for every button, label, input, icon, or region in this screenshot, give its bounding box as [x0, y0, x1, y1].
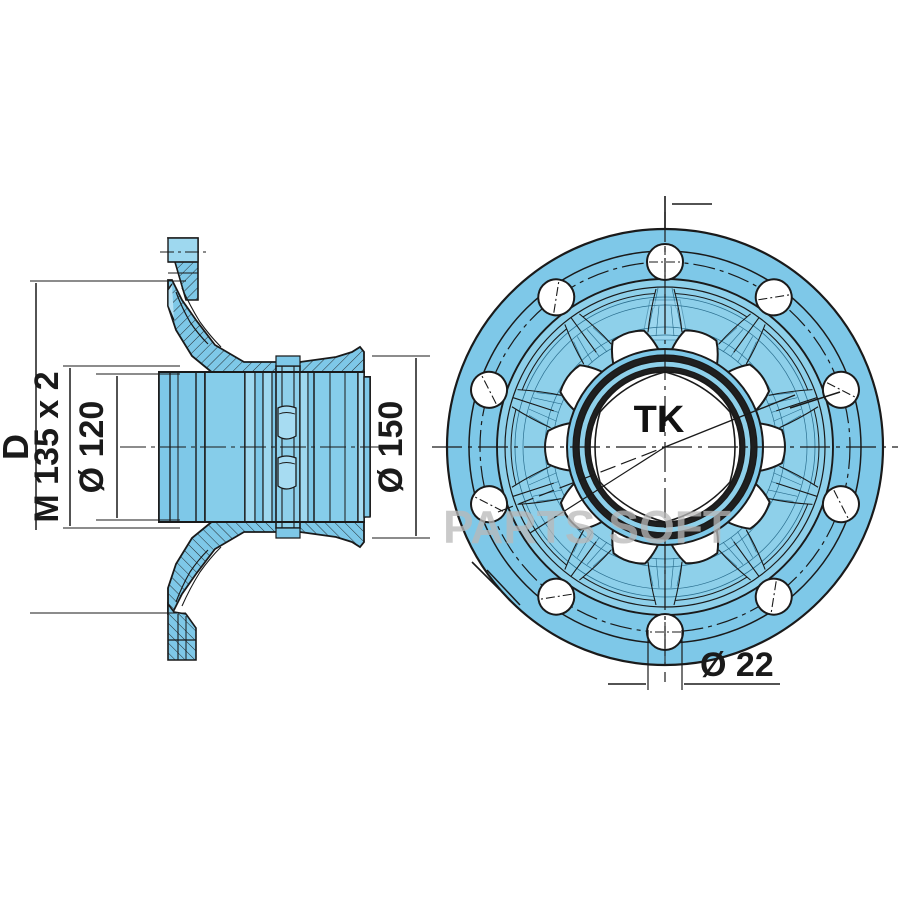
- section-bearing-cavity: [262, 355, 301, 539]
- bolt-hole: [754, 278, 793, 317]
- dim-thread-label: M 135 x 2: [28, 371, 66, 522]
- hub-cross-section: [120, 237, 400, 661]
- bolt-hole: [821, 485, 860, 524]
- section-lower-arm: [167, 513, 365, 661]
- leader-tk-dashed: [497, 446, 666, 513]
- dim-thread: M 135 x 2: [28, 368, 71, 526]
- section-upper-arm: [166, 237, 365, 381]
- bolt-hole: [470, 485, 509, 524]
- leader-tk: [664, 394, 796, 448]
- leader-lower-left-tick: [471, 561, 501, 591]
- section-extension-lines: [30, 280, 186, 614]
- dim-bolt-hole-label: Ø 22: [700, 646, 774, 684]
- bolt-hole: [470, 370, 509, 409]
- dim-outer-150: Ø 150: [372, 355, 430, 539]
- bolt-hole: [821, 370, 860, 409]
- face-leaders: [471, 196, 841, 606]
- dim-bore-120-label: Ø 120: [73, 401, 111, 494]
- leader-right: [789, 391, 841, 409]
- bolt-hole: [537, 577, 576, 616]
- watermark: PARTS SOFT: [443, 501, 731, 553]
- leader-lower-left: [486, 569, 521, 606]
- bolt-hole: [754, 577, 793, 616]
- leader-tk-solid: [529, 446, 666, 534]
- dim-d-label: D: [0, 434, 36, 460]
- dim-bolt-hole: Ø 22: [608, 630, 780, 690]
- tk-label: TK: [634, 399, 685, 441]
- dim-outer-150-label: Ø 150: [372, 401, 410, 494]
- dim-d: D: [0, 283, 37, 530]
- bolt-hole: [537, 278, 576, 317]
- dim-bore-120: Ø 120: [73, 376, 118, 518]
